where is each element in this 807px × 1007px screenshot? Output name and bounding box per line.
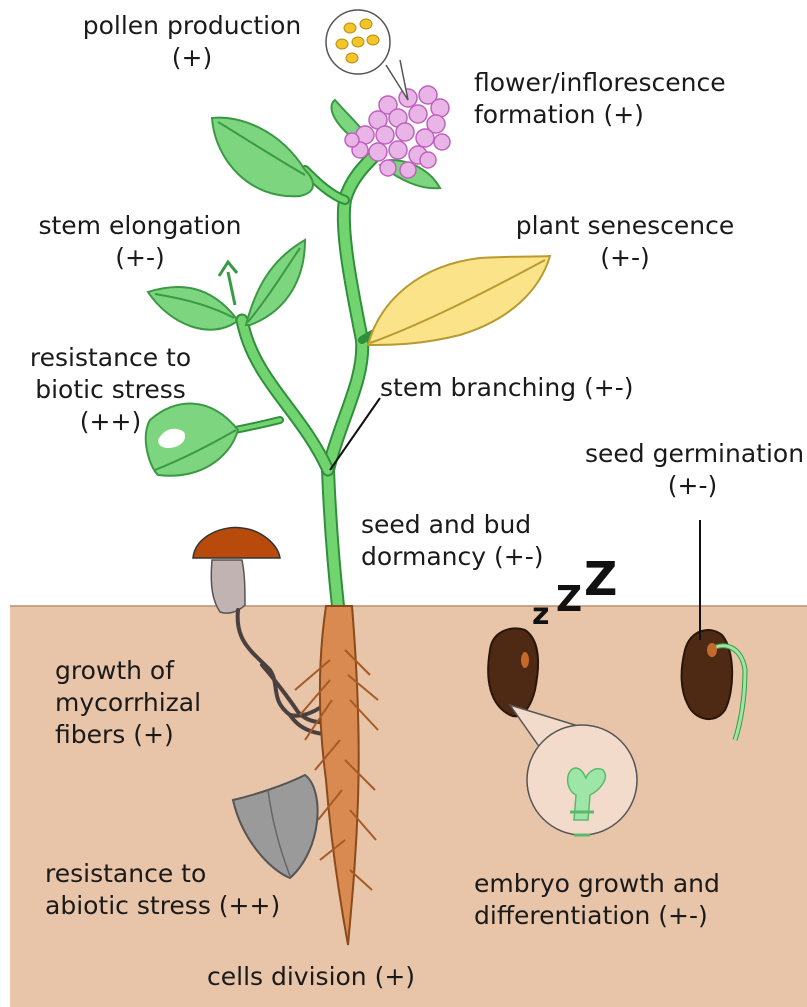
label-embryo-growth: embryo growth and differentiation (+-)	[474, 868, 720, 932]
leaf-top-left	[212, 118, 313, 197]
label-mycorrhizal-fibers: growth of mycorrhizal fibers (+)	[55, 655, 201, 751]
label-stem-elongation: stem elongation (+-)	[20, 210, 260, 274]
sleep-letter-large: Z	[584, 556, 617, 602]
label-cells-division: cells division (+)	[207, 961, 415, 993]
pollen-callout	[326, 10, 408, 100]
mushroom	[193, 527, 280, 613]
dormant-seed	[488, 628, 538, 716]
label-abiotic-stress: resistance to abiotic stress (++)	[45, 858, 280, 922]
label-stem-branching: stem branching (+-)	[380, 372, 634, 404]
label-plant-senescence: plant senescence (+-)	[500, 210, 750, 274]
label-seed-germination: seed germination (+-)	[585, 438, 800, 502]
sleep-letter-medium: Z	[556, 582, 582, 618]
label-biotic-stress: resistance to biotic stress (++)	[8, 342, 213, 438]
label-pollen-production: pollen production (+)	[62, 10, 322, 74]
sleep-letter-small: z	[532, 600, 549, 630]
label-flower-formation: flower/inflorescence formation (+)	[474, 67, 726, 131]
label-seed-bud-dormancy: seed and bud dormancy (+-)	[361, 509, 543, 573]
